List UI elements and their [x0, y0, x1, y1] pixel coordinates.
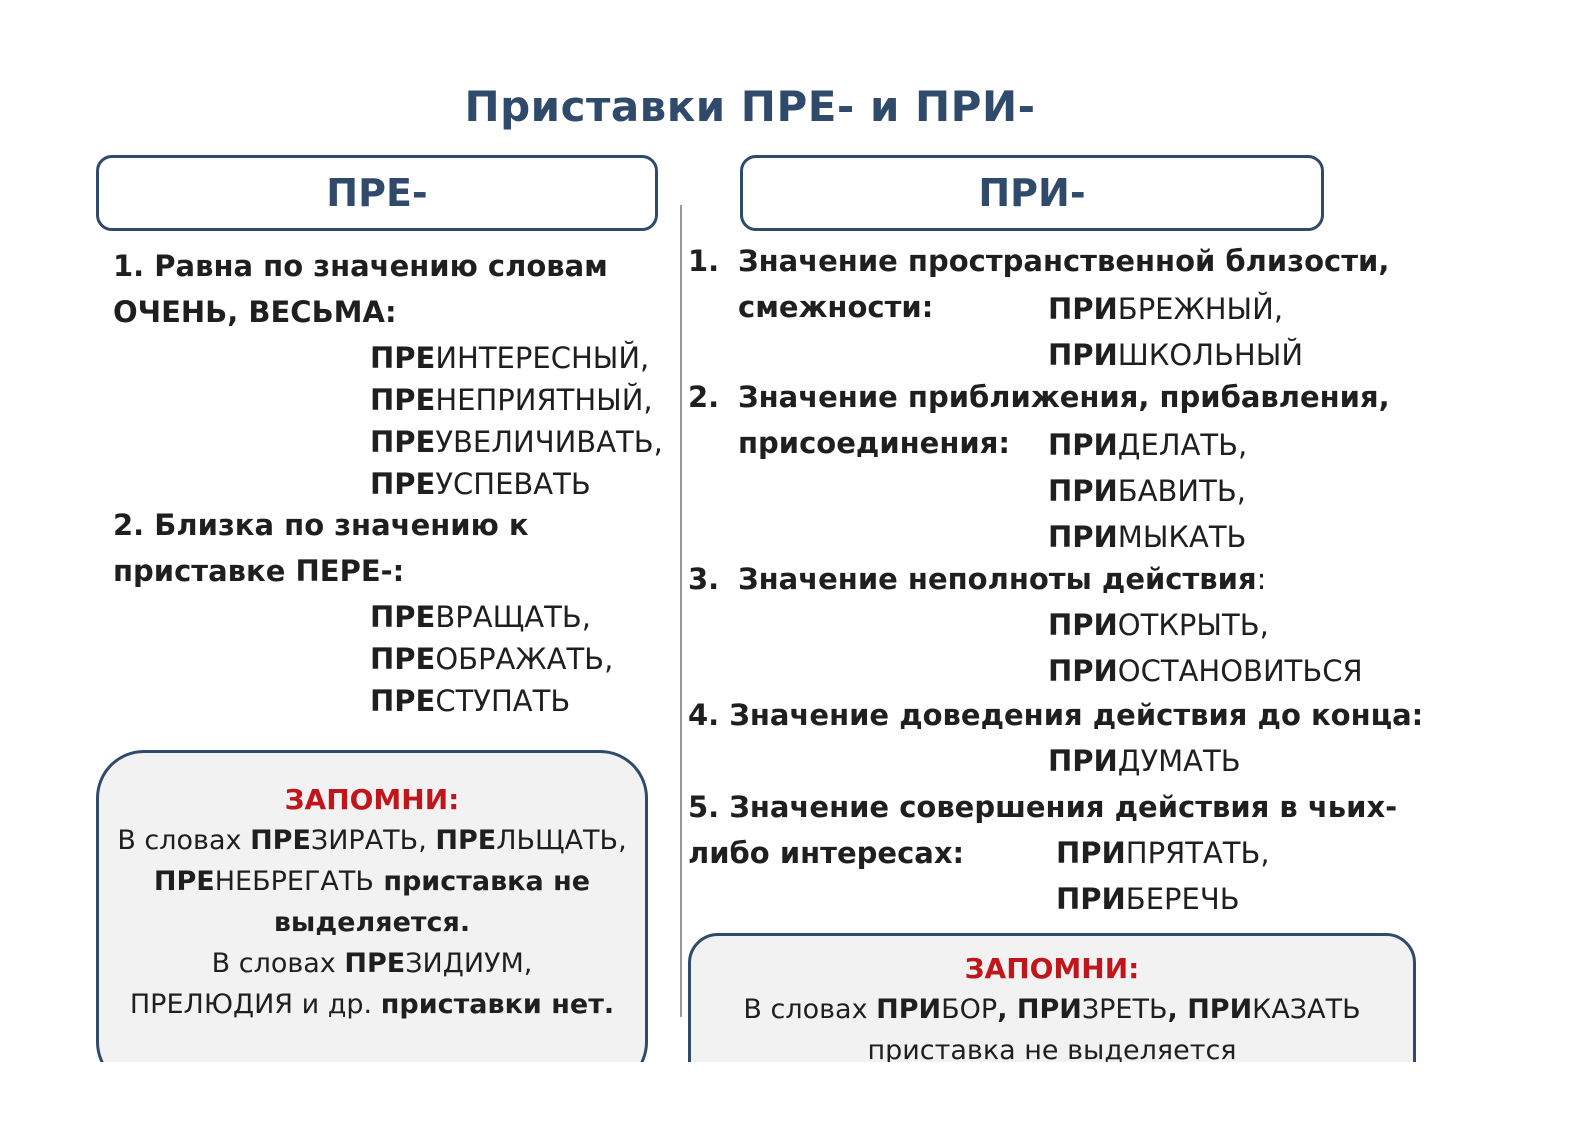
pri-rule-2-line-2: присоединения:: [738, 426, 1010, 460]
pri-examples-3: ПРИОТКРЫТЬ, ПРИОСТАНОВИТЬСЯ: [1048, 602, 1363, 694]
example-word: ПРЕВРАЩАТЬ,: [370, 600, 591, 634]
pri-examples-1: ПРИБРЕЖНЫЙ, ПРИШКОЛЬНЫЙ: [1048, 286, 1303, 378]
example-word: ПРИМЫКАТЬ: [1048, 520, 1247, 554]
pre-rule-1: 1. Равна по значению словам ОЧЕНЬ, ВЕСЬМ…: [113, 243, 608, 335]
example-word: ПРЕНЕПРИЯТНЫЙ,: [370, 383, 653, 417]
pre-header-box: ПРЕ-: [96, 155, 658, 231]
pre-note-line-4: В словах ПРЕЗИДИУМ,: [211, 948, 533, 979]
pri-rule-2: 2.Значение приближения, прибавления, при…: [688, 374, 1390, 466]
example-word: ПРИДЕЛАТЬ,: [1048, 428, 1248, 462]
pri-rule-5-line-2: либо интересах:: [688, 836, 965, 870]
page-title: Приставки ПРЕ- и ПРИ-: [464, 82, 1036, 131]
pre-note-line-2: ПРЕНЕБРЕГАТЬ приставка не: [153, 866, 591, 897]
example-word: ПРЕОБРАЖАТЬ,: [370, 642, 614, 676]
pre-rule-2-line-1: 2. Близка по значению к: [113, 508, 529, 542]
example-word: ПРИОТКРЫТЬ,: [1048, 608, 1269, 642]
pri-rule-1-line-1: 1.Значение пространственной близости,: [688, 244, 1390, 278]
pri-rule-1-line-2: смежности:: [738, 290, 934, 324]
pri-rule-2-line-1: 2.Значение приближения, прибавления,: [688, 380, 1390, 414]
pri-examples-4: ПРИДУМАТЬ: [1048, 738, 1241, 784]
example-word: ПРЕУСПЕВАТЬ: [370, 467, 591, 501]
example-word: ПРИБЕРЕЧЬ: [1056, 882, 1240, 916]
pri-rule-4: 4. Значение доведения действия до конца:: [688, 698, 1424, 732]
bottom-crop-edge: [0, 1062, 1590, 1124]
pri-examples-2: ПРИДЕЛАТЬ, ПРИБАВИТЬ, ПРИМЫКАТЬ: [1048, 422, 1247, 560]
pre-examples-2: ПРЕВРАЩАТЬ, ПРЕОБРАЖАТЬ, ПРЕСТУПАТЬ: [370, 596, 613, 722]
pri-note-line-2: приставка не выделяется: [867, 1035, 1237, 1066]
pri-remember-title: ЗАПОМНИ:: [964, 952, 1140, 985]
pre-note-line-5: ПРЕЛЮДИЯ и др. приставки нет.: [129, 989, 615, 1020]
pre-examples-1: ПРЕИНТЕРЕСНЫЙ, ПРЕНЕПРИЯТНЫЙ, ПРЕУВЕЛИЧИ…: [370, 337, 663, 505]
pri-header-label: ПРИ-: [978, 171, 1086, 215]
pre-header-label: ПРЕ-: [326, 171, 428, 215]
pre-rule-2-line-2: приставке ПЕРЕ-:: [113, 554, 405, 588]
example-word: ПРЕУВЕЛИЧИВАТЬ,: [370, 425, 663, 459]
pre-note-line-3: выделяется.: [273, 907, 471, 938]
pre-remember-title: ЗАПОМНИ:: [284, 783, 460, 816]
pre-remember-note: ЗАПОМНИ: В словах ПРЕЗИРАТЬ, ПРЕЛЬЩАТЬ, …: [96, 750, 648, 1090]
example-word: ПРИПРЯТАТЬ,: [1056, 836, 1270, 870]
example-word: ПРЕИНТЕРЕСНЫЙ,: [370, 341, 650, 375]
pre-rule-1-line-2: ОЧЕНЬ, ВЕСЬМА:: [113, 295, 397, 329]
example-word: ПРИБАВИТЬ,: [1048, 474, 1246, 508]
pre-rule-1-line-1: 1. Равна по значению словам: [113, 249, 608, 283]
example-word: ПРЕСТУПАТЬ: [370, 684, 571, 718]
pri-rule-3: 3.Значение неполноты действия:: [688, 562, 1267, 596]
pri-rule-5: 5. Значение совершения действия в чьих- …: [688, 784, 1397, 876]
example-word: ПРИОСТАНОВИТЬСЯ: [1048, 654, 1363, 688]
pri-note-line-1: В словах ПРИБОР, ПРИЗРЕТЬ, ПРИКАЗАТЬ: [743, 994, 1361, 1025]
pre-rule-2: 2. Близка по значению к приставке ПЕРЕ-:: [113, 502, 529, 594]
pri-rule-1: 1.Значение пространственной близости, см…: [688, 238, 1389, 330]
example-word: ПРИШКОЛЬНЫЙ: [1048, 338, 1304, 372]
pri-rule-5-line-1: 5. Значение совершения действия в чьих-: [688, 790, 1398, 824]
column-divider: [680, 205, 682, 1017]
example-word: ПРИДУМАТЬ: [1048, 744, 1241, 778]
example-word: ПРИБРЕЖНЫЙ,: [1048, 292, 1284, 326]
pri-header-box: ПРИ-: [740, 155, 1324, 231]
pri-examples-5: ПРИПРЯТАТЬ, ПРИБЕРЕЧЬ: [1056, 830, 1270, 922]
pre-note-line-1: В словах ПРЕЗИРАТЬ, ПРЕЛЬЩАТЬ,: [117, 825, 627, 856]
